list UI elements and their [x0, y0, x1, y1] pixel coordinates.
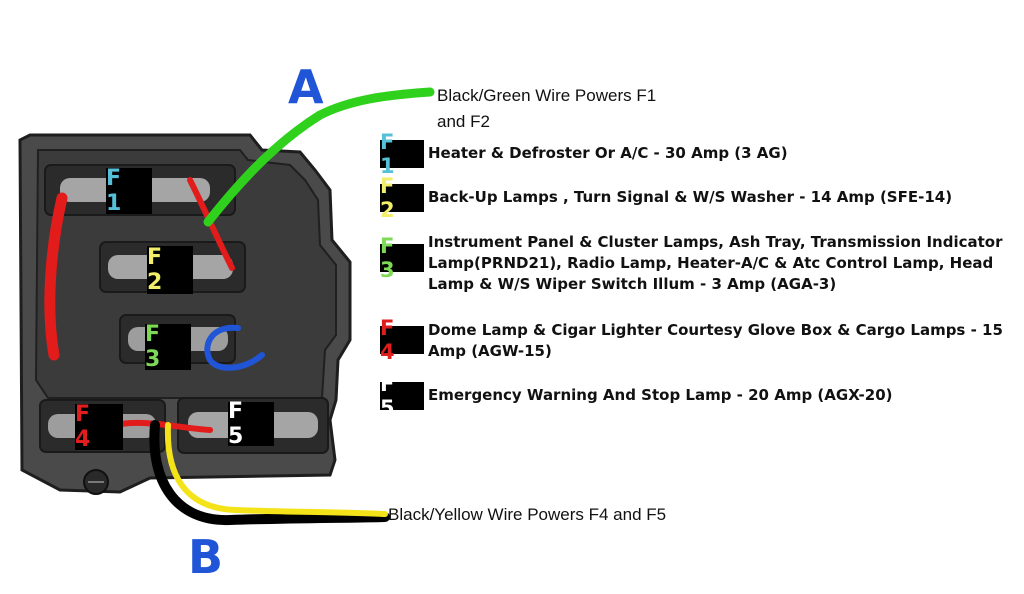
- fuse-f2-label: F 2: [147, 245, 193, 295]
- legend-item-f4: F 4 Dome Lamp & Cigar Lighter Courtesy G…: [380, 316, 1018, 364]
- legend-badge-f3: F 3: [380, 234, 424, 282]
- legend-badge-f4: F 4: [380, 316, 424, 364]
- wire-a-label-line2: and F2: [437, 112, 490, 131]
- wire-b-label: Black/Yellow Wire Powers F4 and F5: [388, 505, 667, 524]
- fuse-f5-label: F 5: [228, 399, 274, 449]
- legend-text-f3: Instrument Panel & Cluster Lamps, Ash Tr…: [428, 233, 1003, 293]
- wire-a: [203, 87, 435, 227]
- legend-item-f2: F 2 Back-Up Lamps , Turn Signal & W/S Wa…: [380, 174, 1018, 222]
- fuse-f4-label: F 4: [75, 402, 123, 452]
- legend-text-f5: Emergency Warning And Stop Lamp - 20 Amp…: [428, 386, 893, 404]
- legend-item-f3: F 3 Instrument Panel & Cluster Lamps, As…: [380, 232, 1018, 295]
- jumper-left: [44, 192, 68, 361]
- legend-item-f5: F 5 Emergency Warning And Stop Lamp - 20…: [380, 372, 1018, 420]
- wire-a-letter: A: [288, 60, 324, 114]
- fuse-f3-label: F 3: [145, 322, 191, 372]
- fuse-box-body: [18, 133, 352, 495]
- fuse-f1-label: F 1: [106, 166, 152, 216]
- legend-text-f2: Back-Up Lamps , Turn Signal & W/S Washer…: [428, 188, 953, 206]
- wire-a-label: Black/Green Wire Powers F1: [437, 86, 657, 105]
- letter-c-arc: [204, 324, 265, 371]
- jumper-f4-f5: [117, 419, 213, 433]
- legend-badge-f5: F 5: [380, 372, 424, 420]
- wire-b-letter: B: [188, 530, 224, 584]
- wire-b-outer: [149, 420, 390, 526]
- legend-badge-f1: F 1: [380, 130, 424, 178]
- legend-text-f4: Dome Lamp & Cigar Lighter Courtesy Glove…: [428, 321, 1003, 360]
- legend-text-f1: Heater & Defroster Or A/C - 30 Amp (3 AG…: [428, 144, 788, 162]
- wire-b-inner: [164, 422, 388, 517]
- legend-item-f1: F 1 Heater & Defroster Or A/C - 30 Amp (…: [380, 130, 1018, 178]
- legend-badge-f2: F 2: [380, 174, 424, 222]
